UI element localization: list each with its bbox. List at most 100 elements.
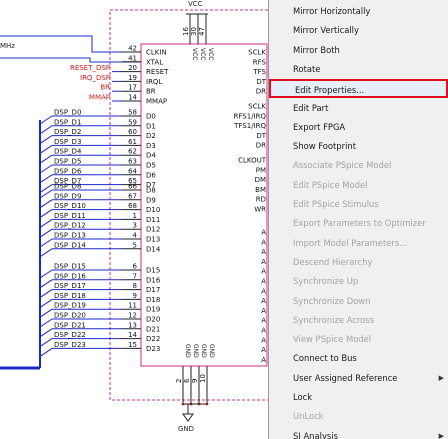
pin-number: 9	[191, 379, 199, 383]
menu-item-unlock[interactable]: UnLock	[269, 407, 448, 426]
pin-name: A	[261, 287, 266, 295]
pin-name: A	[261, 346, 266, 354]
pin-number: 7	[133, 272, 137, 280]
menu-item-label: UnLock	[293, 411, 324, 422]
menu-item-synchronize-across[interactable]: Synchronize Across	[269, 311, 448, 330]
pin-number: 14	[128, 94, 137, 102]
gnd-label: GND	[178, 425, 194, 433]
net-label: DSP_D5	[54, 158, 81, 166]
menu-item-user-assigned-reference[interactable]: User Assigned Reference▶	[269, 369, 448, 388]
pin-name: IRQL	[146, 78, 162, 86]
pin-number: 11	[128, 302, 137, 310]
bus-entry	[39, 347, 53, 357]
menu-item-mirror-vertically[interactable]: Mirror Vertically	[269, 21, 448, 40]
net-label: IRQ_DSP	[80, 74, 110, 82]
menu-item-label: Mirror Horizontally	[293, 6, 371, 16]
pin-name: A	[261, 258, 266, 266]
menu-item-si-analysis[interactable]: SI Analysis▶	[269, 427, 448, 439]
pin-name: D8	[146, 187, 156, 195]
menu-item-mirror-both[interactable]: Mirror Both	[269, 41, 448, 60]
pin-name: D14	[146, 245, 161, 253]
menu-item-import-model-parameters[interactable]: Import Model Parameters...	[269, 234, 448, 253]
bus-entry	[39, 218, 53, 228]
menu-item-lock[interactable]: Lock	[269, 388, 448, 407]
net-label: DSP_D13	[54, 232, 86, 240]
net-label: DSP_D2	[54, 128, 81, 136]
pin-number: 8	[133, 282, 137, 290]
net-label: DSP_D0	[54, 109, 81, 117]
menu-item-label: Synchronize Down	[293, 295, 371, 306]
pin-number: 61	[128, 138, 137, 146]
pin-name: A	[261, 278, 266, 286]
pin-name: D15	[146, 267, 160, 275]
selection-outline	[109, 9, 268, 401]
menu-item-label: Descend Hierarchy	[293, 256, 373, 267]
net-label: DSP_D18	[54, 292, 86, 300]
pin-name: VCC	[191, 48, 198, 60]
pin-number: 68	[128, 202, 137, 210]
net-label: DSP_D6	[54, 167, 82, 175]
menu-item-edit-part[interactable]: Edit Part	[269, 99, 448, 118]
pin-name: D10	[146, 206, 160, 214]
menu-item-label: Export FPGA	[293, 121, 346, 132]
menu-item-descend-hierarchy[interactable]: Descend Hierarchy	[269, 253, 448, 272]
net-label: DSP_D8	[54, 183, 81, 191]
net-label: DSP_D12	[54, 222, 86, 230]
net-label: DSP_D19	[54, 302, 86, 310]
bus-entry	[39, 338, 53, 348]
pin-number: 66	[128, 183, 137, 191]
pin-number: 41	[128, 54, 137, 62]
pin-number: 58	[128, 109, 137, 117]
pin-number: 1	[133, 212, 137, 220]
menu-item-edit-pspice-stimulus[interactable]: Edit PSpice Stimulus	[269, 195, 448, 214]
menu-item-connect-to-bus[interactable]: Connect to Bus	[269, 349, 448, 368]
pin-number: 2	[175, 379, 183, 383]
pin-name: D3	[146, 142, 156, 150]
net-label: DSP_D10	[54, 202, 86, 210]
net-label: DSP_D17	[54, 282, 86, 290]
pin-name: TFS1/IRQ	[233, 122, 266, 130]
pin-name: D0	[146, 113, 156, 121]
menu-item-mirror-horizontally[interactable]: Mirror Horizontally	[269, 2, 448, 21]
pin-name: CLKIN	[146, 49, 167, 57]
pin-number: 14	[128, 331, 137, 339]
pin-name: D1	[146, 122, 156, 130]
bus-entry	[39, 269, 53, 279]
menu-item-export-parameters-to-optimizer[interactable]: Export Parameters to Optimizer	[269, 214, 448, 233]
vcc-label: VCC	[188, 0, 203, 8]
pin-name: D6	[146, 171, 156, 179]
net-label: DSP_D9	[54, 192, 81, 200]
pin-number: 5	[133, 241, 137, 249]
menu-item-rotate[interactable]: Rotate	[269, 60, 448, 79]
gnd-symbol	[182, 413, 194, 422]
bus-entry	[39, 308, 53, 318]
net-label: DSP_D11	[54, 212, 86, 220]
pin-name: BM	[255, 186, 266, 194]
menu-item-label: Connect to Bus	[293, 353, 357, 364]
bus-entry	[39, 164, 53, 174]
menu-item-edit-properties[interactable]: Edit Properties...	[269, 79, 448, 99]
menu-item-export-fpga[interactable]: Export FPGA	[269, 118, 448, 137]
menu-item-edit-pspice-model[interactable]: Edit PSpice Model	[269, 176, 448, 195]
menu-item-show-footprint[interactable]: Show Footprint	[269, 137, 448, 156]
right-pins: SCLKRFSTFSDTDRSCLKRFS1/IRQTFS1/IRQDTDRCL…	[233, 49, 267, 364]
bus-entry	[39, 174, 53, 184]
menu-item-synchronize-down[interactable]: Synchronize Down	[269, 292, 448, 311]
menu-item-synchronize-up[interactable]: Synchronize Up	[269, 272, 448, 291]
net-label: DSP_D23	[54, 341, 86, 349]
menu-item-view-pspice-model[interactable]: View PSpice Model	[269, 330, 448, 349]
pin-name: DR	[256, 88, 266, 96]
pin-name: D12	[146, 226, 160, 234]
bus-entry	[39, 115, 53, 125]
menu-item-associate-pspice-model[interactable]: Associate PSpice Model	[269, 156, 448, 175]
pin-name: D19	[146, 306, 160, 314]
pin-name: XTAL	[146, 58, 163, 66]
pin-number: 6	[133, 263, 138, 271]
bus-entry	[39, 144, 53, 154]
pin-name: D22	[146, 335, 160, 343]
